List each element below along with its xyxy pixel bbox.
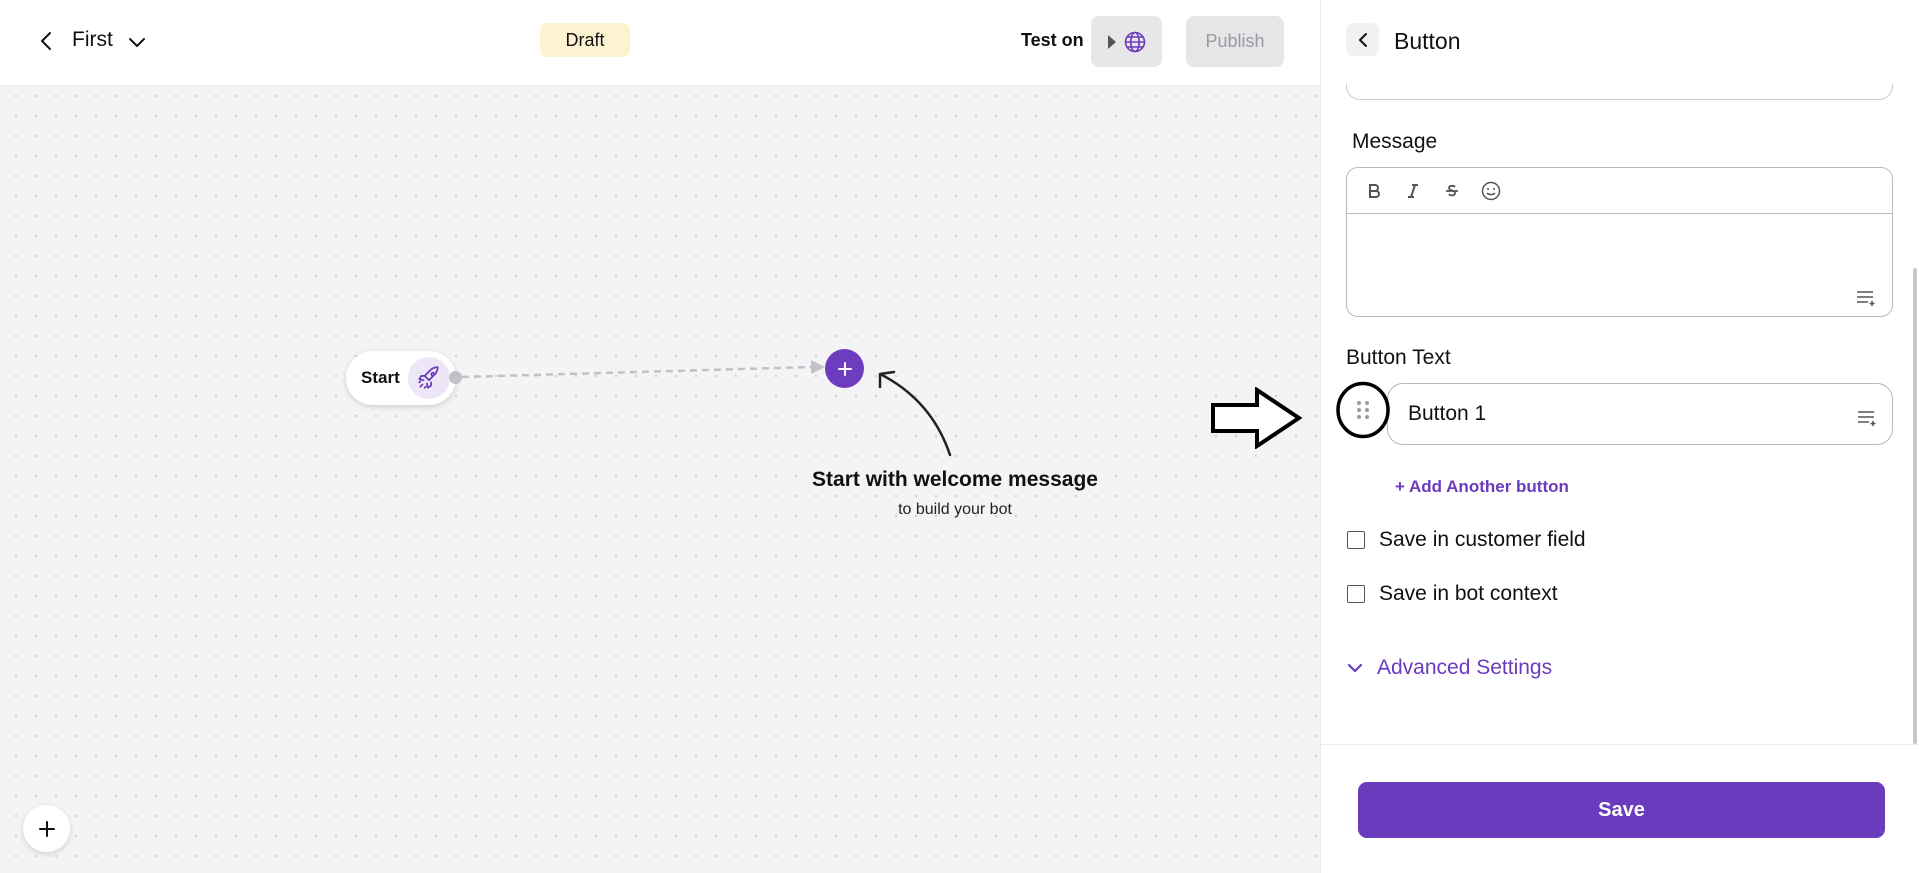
message-input[interactable]	[1347, 214, 1892, 316]
start-node-label: Start	[361, 368, 400, 387]
variables-icon[interactable]	[1856, 289, 1878, 307]
annotation-circle-icon	[1336, 381, 1390, 439]
emoji-icon[interactable]	[1480, 180, 1501, 201]
annotation-arrow-icon	[1211, 387, 1302, 449]
plus-icon	[38, 820, 55, 837]
chevron-left-icon	[41, 32, 51, 50]
editor-toolbar	[1347, 168, 1892, 214]
bold-icon[interactable]	[1363, 180, 1384, 201]
test-on-web-button[interactable]	[1091, 16, 1162, 67]
save-customer-field-label: Save in customer field	[1379, 528, 1586, 551]
button-text-label: Button Text	[1346, 346, 1451, 369]
panel-header: Button	[1321, 0, 1919, 84]
chevron-left-icon	[1358, 32, 1367, 47]
message-label: Message	[1352, 130, 1438, 153]
back-button[interactable]	[34, 26, 58, 56]
footer-divider	[1321, 744, 1919, 745]
plus-icon	[837, 361, 852, 376]
chevron-down-icon	[129, 38, 145, 47]
panel-scrollbar[interactable]	[1913, 268, 1917, 744]
add-another-button-link[interactable]: + Add Another button	[1395, 477, 1569, 496]
play-icon	[1107, 34, 1116, 49]
publish-button[interactable]: Publish	[1186, 16, 1284, 67]
message-editor	[1346, 167, 1893, 317]
checkbox[interactable]	[1347, 585, 1365, 603]
chevron-down-icon	[1347, 663, 1363, 672]
save-button[interactable]: Save	[1358, 782, 1885, 838]
variables-icon[interactable]	[1857, 409, 1879, 427]
drag-dots-icon	[1357, 401, 1369, 419]
hint-title: Start with welcome message	[812, 468, 1098, 491]
canvas-add-button[interactable]	[23, 805, 70, 852]
add-node-button[interactable]	[825, 349, 864, 388]
italic-icon[interactable]	[1402, 180, 1423, 201]
connection-line	[461, 360, 825, 379]
test-on-label: Test on	[1021, 30, 1084, 50]
globe-icon	[1124, 31, 1145, 52]
flow-canvas[interactable]: Start Start with welcome message to buil…	[0, 0, 1320, 873]
rocket-icon	[408, 357, 450, 399]
flow-switcher-button[interactable]	[126, 32, 148, 54]
top-bar: First Draft Test on Publish	[0, 0, 1320, 86]
checkbox[interactable]	[1347, 531, 1365, 549]
curved-arrow-icon	[878, 370, 952, 457]
start-node-port[interactable]	[449, 371, 462, 384]
drag-handle[interactable]	[1335, 381, 1391, 439]
hint-subtitle: to build your bot	[898, 501, 1012, 518]
settings-panel: Button Message Button Text + Add	[1320, 0, 1919, 873]
start-node[interactable]: Start	[346, 351, 456, 405]
strikethrough-icon[interactable]	[1441, 180, 1462, 201]
advanced-settings-label: Advanced Settings	[1377, 656, 1553, 679]
panel-back-button[interactable]	[1346, 23, 1379, 56]
save-bot-context-label: Save in bot context	[1379, 582, 1558, 605]
save-bot-context-checkbox[interactable]: Save in bot context	[1347, 582, 1558, 606]
advanced-settings-toggle[interactable]: Advanced Settings	[1347, 656, 1552, 680]
save-customer-field-checkbox[interactable]: Save in customer field	[1347, 528, 1586, 552]
panel-title: Button	[1394, 28, 1461, 54]
flow-title: First	[72, 28, 113, 51]
status-badge: Draft	[540, 23, 630, 57]
button-text-input[interactable]	[1387, 383, 1893, 445]
